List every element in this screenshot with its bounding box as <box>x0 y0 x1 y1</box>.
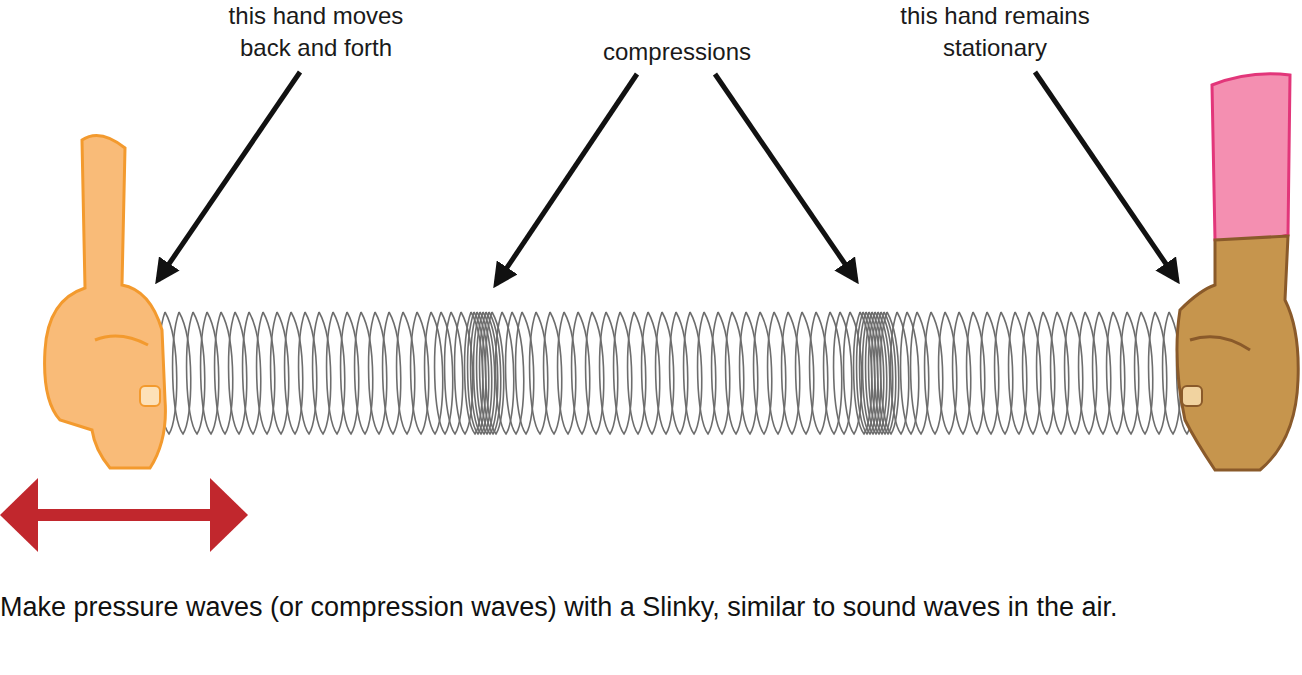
callout-label: this hand remains stationary <box>870 0 1120 64</box>
callout-label: this hand moves back and forth <box>216 0 416 64</box>
callout-label: compressions <box>567 36 787 68</box>
slinky-coils <box>89 312 1265 434</box>
leader-arrows <box>158 72 1177 284</box>
coil <box>496 312 514 434</box>
coil <box>435 312 453 434</box>
stationary-hand <box>1177 74 1298 470</box>
coil <box>506 312 524 434</box>
coil <box>891 312 909 434</box>
motion-arrow <box>0 478 248 552</box>
coil <box>834 312 852 434</box>
coil <box>901 312 919 434</box>
moving-hand <box>45 136 166 469</box>
coil <box>486 312 504 434</box>
coil <box>881 312 899 434</box>
coil <box>425 312 443 434</box>
coil <box>824 312 842 434</box>
coil <box>445 312 463 434</box>
caption: Make pressure waves (or compression wave… <box>0 586 1302 629</box>
